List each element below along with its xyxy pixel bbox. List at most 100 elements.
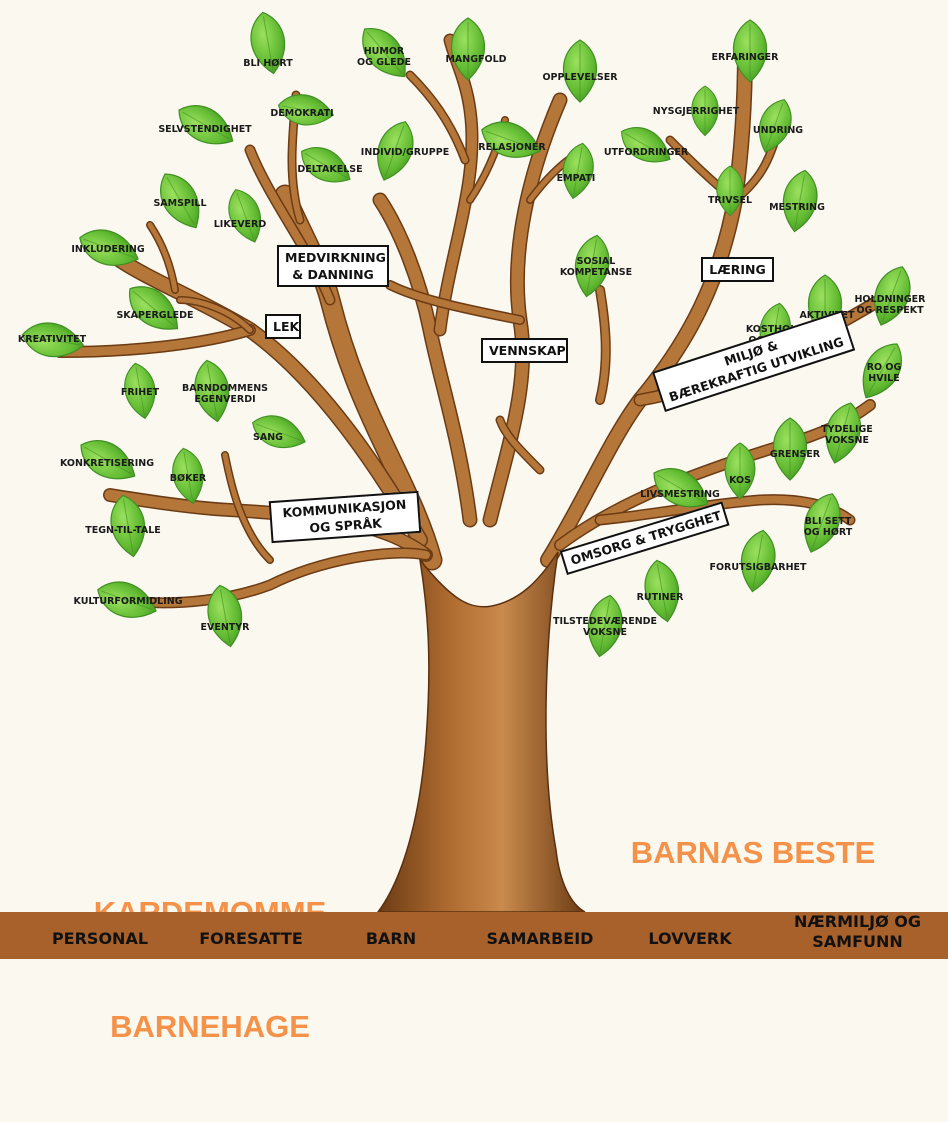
footer-personal: PERSONAL	[51, 929, 149, 948]
leaf-label-line: UNDRING	[753, 125, 803, 136]
leaf-label-line: HUMOR	[364, 46, 405, 57]
leaf-label-frihet: FRIHET	[121, 387, 160, 398]
leaf-label-selvstendighet: SELVSTENDIGHET	[158, 124, 252, 135]
leaf-label-line: INKLUDERING	[71, 244, 144, 255]
leaf-vein	[26, 334, 80, 346]
leaf-label-livsmestring: LIVSMESTRING	[640, 489, 720, 500]
leaf-shape	[758, 99, 792, 153]
leaf-label-line: KULTURFORMIDLING	[74, 596, 183, 607]
leaf-label-line: BLI SETT	[805, 516, 852, 527]
leaf-vein	[236, 192, 255, 239]
leaf-shape	[653, 468, 709, 508]
branch-9	[222, 452, 273, 563]
leaf-kos	[724, 442, 756, 500]
leaf-label-line: BØKER	[170, 473, 207, 484]
leaf-label-line: EGENVERDI	[194, 394, 255, 405]
leaf-kreativitet	[21, 322, 85, 358]
leaf-label-line: RO OG	[867, 362, 902, 373]
leaf-label-individ: INDIVID/GRUPPE	[361, 147, 449, 158]
branch-5	[147, 222, 178, 293]
leaf-humor	[362, 27, 406, 78]
motto: BARNAS BESTE	[630, 835, 876, 870]
leaf-vein	[166, 177, 195, 225]
leaf-label-demokrati: DEMOKRATI	[270, 108, 333, 119]
leaf-shape	[80, 440, 136, 480]
leaf-label-line: EVENTYR	[201, 622, 251, 633]
leaf-vein	[624, 132, 668, 158]
leaf-shape	[825, 402, 862, 464]
branch-medvirkning: MEDVIRKNING & DANNING	[277, 245, 389, 287]
branch-15	[386, 281, 524, 324]
leaf-label-line: HOLDNINGER	[854, 294, 926, 305]
leaf-vein	[132, 290, 175, 327]
branch-10	[374, 194, 476, 526]
leaf-label-line: LIKEVERD	[214, 219, 267, 230]
leaf-undring	[758, 99, 792, 153]
leaf-relasjoner	[481, 121, 541, 158]
leaf-shape	[160, 173, 200, 229]
leaf-label-likeverd: LIKEVERD	[214, 219, 267, 230]
leaf-vein	[83, 238, 135, 259]
leaf-mangfold	[450, 17, 486, 81]
leaf-label-line: TRIVSEL	[708, 195, 752, 206]
leaf-label-line: SELVSTENDIGHET	[158, 124, 252, 135]
leaf-label-line: MANGFOLD	[445, 54, 506, 65]
leaf-label-kos: KOS	[729, 475, 751, 486]
leaf-label-tegn: TEGN-TIL-TALE	[85, 525, 161, 536]
leaf-likeverd	[228, 189, 262, 243]
branch-outline-17	[540, 42, 753, 568]
leaf-shape	[301, 147, 351, 183]
leaf-samspill	[160, 173, 200, 229]
leaf-label-line: OG RESPEKT	[856, 305, 924, 316]
leaf-demokrati	[277, 94, 335, 126]
leaf-shape	[874, 266, 911, 326]
leaf-label-line: OG HØRT	[804, 527, 853, 538]
leaf-label-line: ERFARINGER	[712, 52, 780, 63]
brand-name: KARDEMOMME BARNEHAGE	[70, 818, 350, 1122]
leaf-trivsel	[716, 165, 744, 217]
leaf-label-line: TYDELIGE	[821, 424, 873, 435]
leaf-vein	[281, 105, 330, 115]
leaf-label-line: SANG	[253, 432, 283, 443]
leaf-shape	[79, 229, 139, 266]
leaf-selvstendighet	[178, 105, 234, 145]
branch-17	[541, 43, 752, 567]
leaf-sosial	[574, 234, 610, 298]
leaf-shape	[862, 343, 902, 399]
leaf-label-grenser: GRENSER	[770, 449, 821, 460]
leaf-nysgjerrighet	[691, 85, 719, 137]
leaf-shape	[804, 493, 841, 553]
leaf-vein	[304, 152, 348, 178]
leaf-vein	[573, 146, 583, 195]
leaf-label-samspill: SAMSPILL	[153, 198, 206, 209]
leaf-bli_sett	[804, 493, 841, 553]
leaf-shape	[621, 127, 671, 163]
leaf-label-line: SAMSPILL	[153, 198, 206, 209]
leaf-label-line: MESTRING	[769, 202, 825, 213]
tree-trunk	[376, 551, 586, 913]
leaf-label-kreativitet: KREATIVITET	[18, 334, 87, 345]
leaf-label-skaperglede: SKAPERGLEDE	[116, 310, 193, 321]
leaf-shape	[178, 105, 234, 145]
leaf-label-line: TEGN-TIL-TALE	[85, 525, 161, 536]
leaf-vein	[206, 364, 218, 418]
leaf-label-deltakelse: DELTAKELSE	[297, 164, 362, 175]
leaf-label-opplevelser: OPPLEVELSER	[542, 72, 618, 83]
leaf-label-line: OG GLEDE	[357, 57, 411, 68]
footer-bar: PERSONAL FORESATTE BARN SAMARBEID LOVVER…	[0, 912, 948, 959]
leaf-vein	[84, 446, 132, 475]
leaf-label-line: SKAPERGLEDE	[116, 310, 193, 321]
leaf-vein	[586, 239, 598, 293]
leaf-shape	[97, 581, 157, 618]
leaf-livsmestring	[653, 468, 709, 508]
leaf-label-line: GRENSER	[770, 449, 821, 460]
leaf-label-line: BARNDOMMENS	[182, 383, 268, 394]
footer-foresatte: FORESATTE	[199, 929, 303, 948]
leaf-vein	[881, 270, 902, 322]
